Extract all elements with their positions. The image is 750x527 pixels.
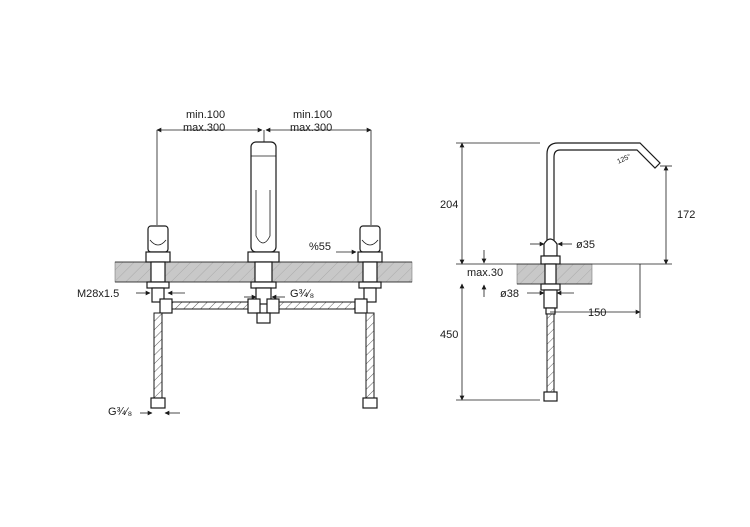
center-connector-callout: G¾⁄₈ xyxy=(244,288,314,300)
angle-label: 125° xyxy=(616,152,633,165)
supply-hoses xyxy=(150,312,378,409)
spacing-right-max: max.300 xyxy=(290,122,332,134)
spacing-dimension: min.100 max.300 min.100 max.300 xyxy=(156,109,372,225)
front-view: min.100 max.300 min.100 max.300 xyxy=(77,109,413,418)
connector-bottom-label: G¾⁄₈ xyxy=(108,406,132,418)
hole-dim: %55 xyxy=(309,241,331,253)
spacing-right-min: min.100 xyxy=(293,109,332,121)
counter-thickness-label: max.30 xyxy=(467,267,503,279)
spacing-left-max: max.300 xyxy=(183,122,225,134)
thread-label: M28x1.5 xyxy=(77,288,119,300)
connector-center-label: G¾⁄₈ xyxy=(290,288,314,300)
side-view: 125° 204 172 ø35 max.30 ø38 xyxy=(440,142,695,402)
base-diameter-label: ø35 xyxy=(576,239,595,251)
hole-diameter-label: ø38 xyxy=(500,288,519,300)
spacing-left-min: min.100 xyxy=(186,109,225,121)
height-total-label: 204 xyxy=(440,199,458,211)
connecting-hoses xyxy=(159,298,368,324)
side-dimensions: 204 172 ø35 max.30 ø38 150 xyxy=(440,142,695,401)
thread-callout: M28x1.5 xyxy=(77,288,185,300)
hose-length-label: 450 xyxy=(440,329,458,341)
hole-callout: %55 xyxy=(309,241,357,255)
spout-height-label: 172 xyxy=(677,209,695,221)
spout-reach-label: 150 xyxy=(588,307,606,319)
bottom-connector-callout: G¾⁄₈ xyxy=(108,406,180,418)
